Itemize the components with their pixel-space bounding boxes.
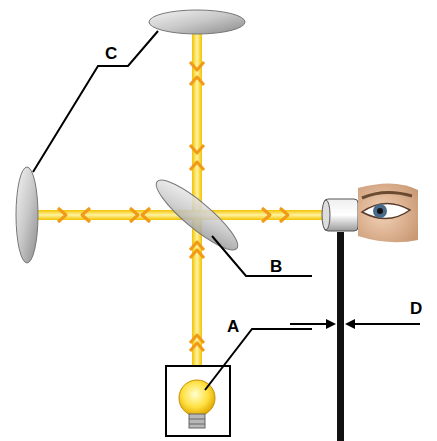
observer-eye [358,183,418,242]
leader-line [33,31,420,390]
part-label: B [268,258,284,275]
lamp-housing [166,366,230,436]
mirror [16,167,38,263]
mirror [149,10,245,34]
dimension-label: D [408,300,424,317]
direction-arrows [58,62,288,351]
dimension-arrow [326,319,355,329]
beam-splitter [149,172,245,259]
part-label: A [225,318,241,335]
part-label: C [103,45,119,62]
lamp-base [189,414,205,428]
stand-bar [337,232,344,441]
